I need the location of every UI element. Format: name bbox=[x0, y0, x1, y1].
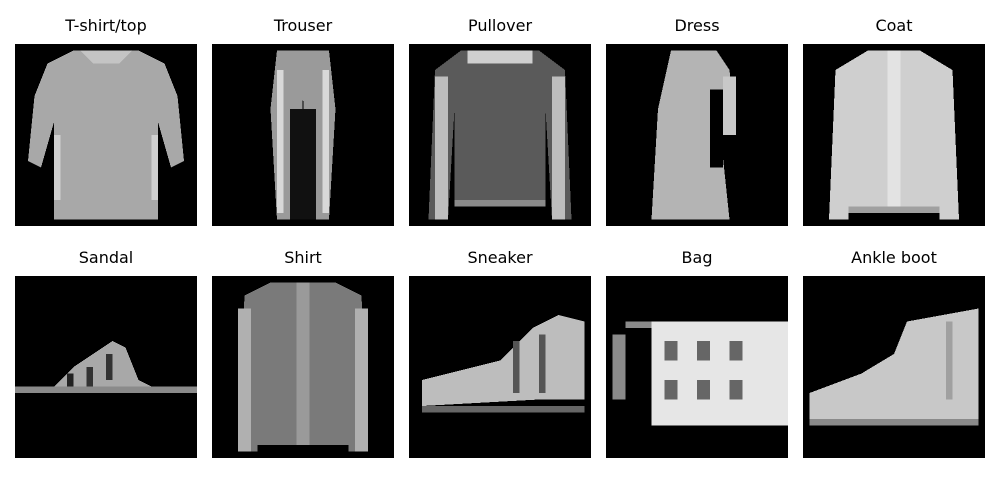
panel-title: Bag bbox=[681, 248, 713, 267]
panel-title: Sandal bbox=[78, 248, 134, 267]
panel-title: Ankle boot bbox=[851, 248, 937, 267]
tshirt-image bbox=[15, 44, 197, 226]
shirt-image bbox=[212, 276, 394, 458]
trouser-image bbox=[212, 44, 394, 226]
ankle-boot-image bbox=[803, 276, 985, 458]
bag-image bbox=[606, 276, 788, 458]
panel-title: T-shirt/top bbox=[65, 16, 147, 35]
panel-title: Coat bbox=[875, 16, 913, 35]
panel-title: Trouser bbox=[273, 16, 333, 35]
pullover-image bbox=[409, 44, 591, 226]
panel-title: Dress bbox=[674, 16, 720, 35]
sandal-image bbox=[15, 276, 197, 458]
panel-title: Shirt bbox=[284, 248, 322, 267]
coat-image bbox=[803, 44, 985, 226]
sneaker-image bbox=[409, 276, 591, 458]
panel-title: Sneaker bbox=[467, 248, 533, 267]
panel-title: Pullover bbox=[467, 16, 533, 35]
dress-image bbox=[606, 44, 788, 226]
